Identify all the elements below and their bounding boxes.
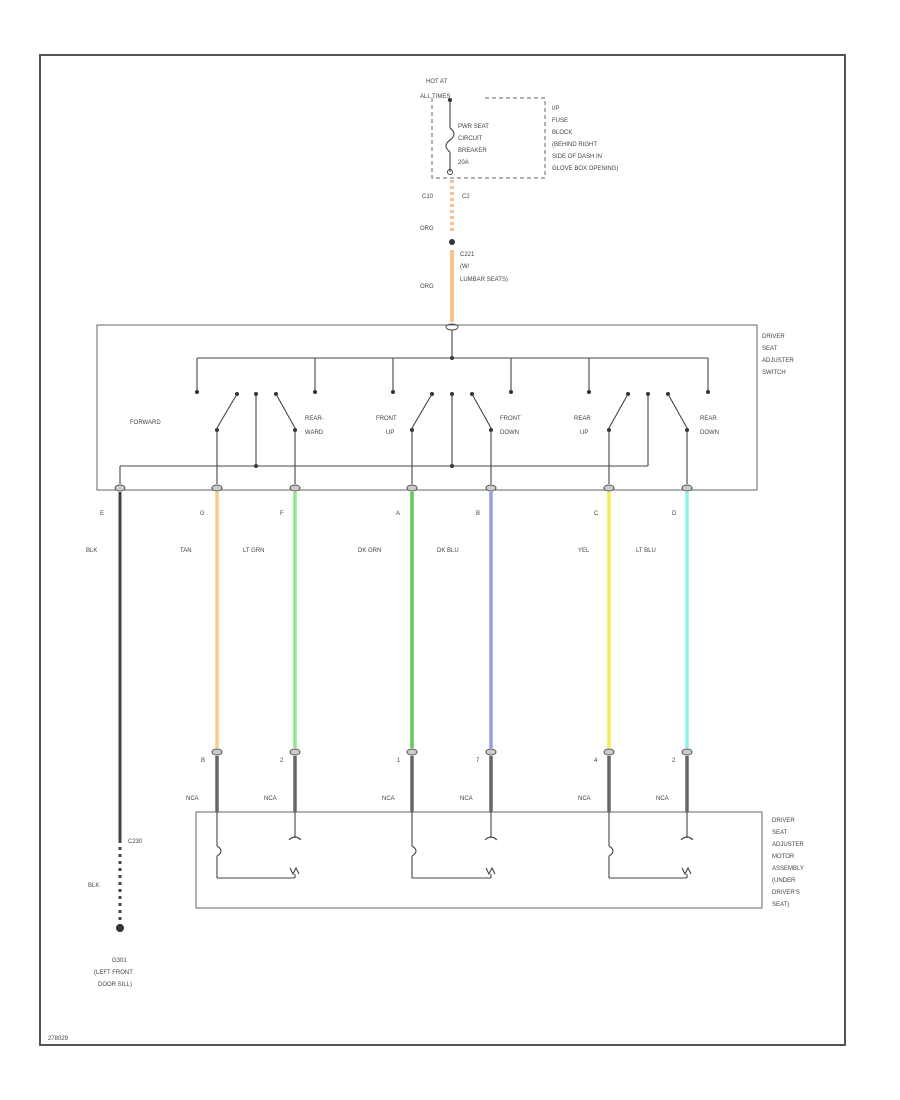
motor-line-2: ADJUSTER (772, 842, 804, 848)
motor-pin-1: 2 (280, 758, 284, 764)
label-rearward-1: WARD (305, 430, 324, 436)
motor-assembly: DRIVER SEAT ADJUSTER MOTOR ASSEMBLY (UND… (195, 811, 804, 909)
motor-line-4: ASSEMBLY (772, 866, 804, 872)
fuse-line-5: GLOVE BOX OPENING) (552, 166, 618, 172)
ground-wire-label: BLK (88, 883, 99, 889)
wire-lt-blu: D LT BLU (636, 484, 693, 748)
wire-blk: E BLK (86, 484, 126, 932)
motor-line-6: DRIVER'S (772, 890, 800, 896)
wire-pin-1: G (200, 511, 205, 517)
nca-label-1: NCA (264, 796, 277, 802)
diagram-frame (39, 54, 846, 1046)
motor-pin-4: 4 (594, 758, 598, 764)
label-forward: FORWARD (130, 420, 161, 426)
motor-line-7: SEAT) (772, 902, 789, 908)
breaker-line-0: PWR SEAT (458, 124, 489, 130)
wire-lt-grn: F LT GRN (243, 484, 301, 748)
c2-label: C2 (462, 194, 470, 200)
label-front-down-0: FRONT (500, 416, 521, 422)
wire-color-4: DK BLU (437, 548, 459, 554)
wire-pin-5: C (594, 511, 599, 517)
wire-dk-blu: B DK BLU (437, 484, 497, 748)
motor-front-vertical (411, 812, 498, 879)
switch-line-0: DRIVER (762, 334, 785, 340)
fuse-line-2: BLOCK (552, 130, 572, 136)
c221-line-0: C221 (460, 252, 475, 258)
label-rear-down-1: DOWN (700, 430, 719, 436)
wire-pin-6: D (672, 511, 677, 517)
label-rear-up-1: UP (580, 430, 588, 436)
ground-line-1: (LEFT FRONT (94, 970, 133, 976)
label-front-down-1: DOWN (500, 430, 519, 436)
c10-label: C10 (422, 194, 434, 200)
motor-pin-3: 7 (476, 758, 480, 764)
motor-line-3: MOTOR (772, 854, 795, 860)
motor-pin-0: B (201, 758, 205, 764)
hot-at-label: HOT AT (426, 79, 447, 85)
label-rearward-0: REAR- (305, 416, 324, 422)
fuse-line-0: I/P (552, 106, 559, 112)
breaker-line-2: BREAKER (458, 148, 487, 154)
wire-color-1: TAN (180, 548, 192, 554)
fuse-line-3: (BEHIND RIGHT (552, 142, 597, 148)
motor-connector: B 2 1 7 4 2 NCA NCA NCA NCA NCA NCA (186, 748, 693, 812)
motor-horizontal (216, 812, 302, 879)
wire-pin-0: E (100, 511, 104, 517)
wire-color-5: YEL (578, 548, 590, 554)
nca-label-2: NCA (382, 796, 395, 802)
breaker-line-3: 20A (458, 160, 469, 166)
switch-line-1: SEAT (762, 346, 778, 352)
breaker-line-1: CIRCUIT (458, 136, 483, 142)
diagram-ref-number: 278029 (48, 1036, 69, 1042)
motor-pin-2: 1 (397, 758, 401, 764)
wire-tan: G TAN (180, 484, 223, 748)
motor-line-0: DRIVER (772, 818, 795, 824)
harness-wires: E BLK G TAN F LT GRN A DK GRN B (86, 484, 693, 932)
nca-label-0: NCA (186, 796, 199, 802)
wire-pin-4: B (476, 511, 480, 517)
wire-yel: C YEL (578, 484, 615, 748)
label-rear-up-0: REAR (574, 416, 591, 422)
nca-label-3: NCA (460, 796, 473, 802)
label-front-up-1: UP (386, 430, 394, 436)
fuse-line-4: SIDE OF DASH IN (552, 154, 602, 160)
org-label-2: ORG (420, 284, 434, 290)
ground-g301: C230 BLK G301 (LEFT FRONT DOOR SILL) (88, 839, 143, 988)
wire-pin-3: A (396, 511, 400, 517)
label-front-up-0: FRONT (376, 416, 397, 422)
label-rear-down-0: REAR (700, 416, 717, 422)
seat-adjuster-switch: DRIVER SEAT ADJUSTER SWITCH (96, 323, 794, 491)
nca-label-5: NCA (656, 796, 669, 802)
fuse-block: HOT AT ALL TIMES PWR SEAT CIRCUIT BREAKE… (420, 79, 618, 179)
nca-label-4: NCA (578, 796, 591, 802)
wire-color-3: DK GRN (358, 548, 381, 554)
switch-line-3: SWITCH (762, 370, 786, 376)
wire-color-6: LT BLU (636, 548, 656, 554)
motor-line-5: (UNDER (772, 878, 796, 884)
wire-pin-2: F (280, 511, 284, 517)
motor-pin-5: 2 (672, 758, 676, 764)
all-times-label: ALL TIMES (420, 94, 450, 100)
c221-line-1: (W/ (460, 264, 470, 270)
motor-rear-vertical (608, 812, 694, 879)
ground-line-2: DOOR SILL) (98, 982, 132, 988)
wire-color-0: BLK (86, 548, 97, 554)
c221-line-2: LUMBAR SEATS) (460, 277, 508, 283)
wire-color-2: LT GRN (243, 548, 264, 554)
c230-label: C230 (128, 839, 143, 845)
orange-feed-wire: C10 C2 ORG ORG C221 (W/ LUMBAR SEATS) (420, 180, 508, 322)
fuse-line-1: FUSE (552, 118, 568, 124)
ground-line-0: G301 (112, 958, 127, 964)
motor-line-1: SEAT (772, 830, 788, 836)
wire-dk-grn: A DK GRN (358, 484, 418, 748)
org-label-1: ORG (420, 226, 434, 232)
switch-line-2: ADJUSTER (762, 358, 794, 364)
